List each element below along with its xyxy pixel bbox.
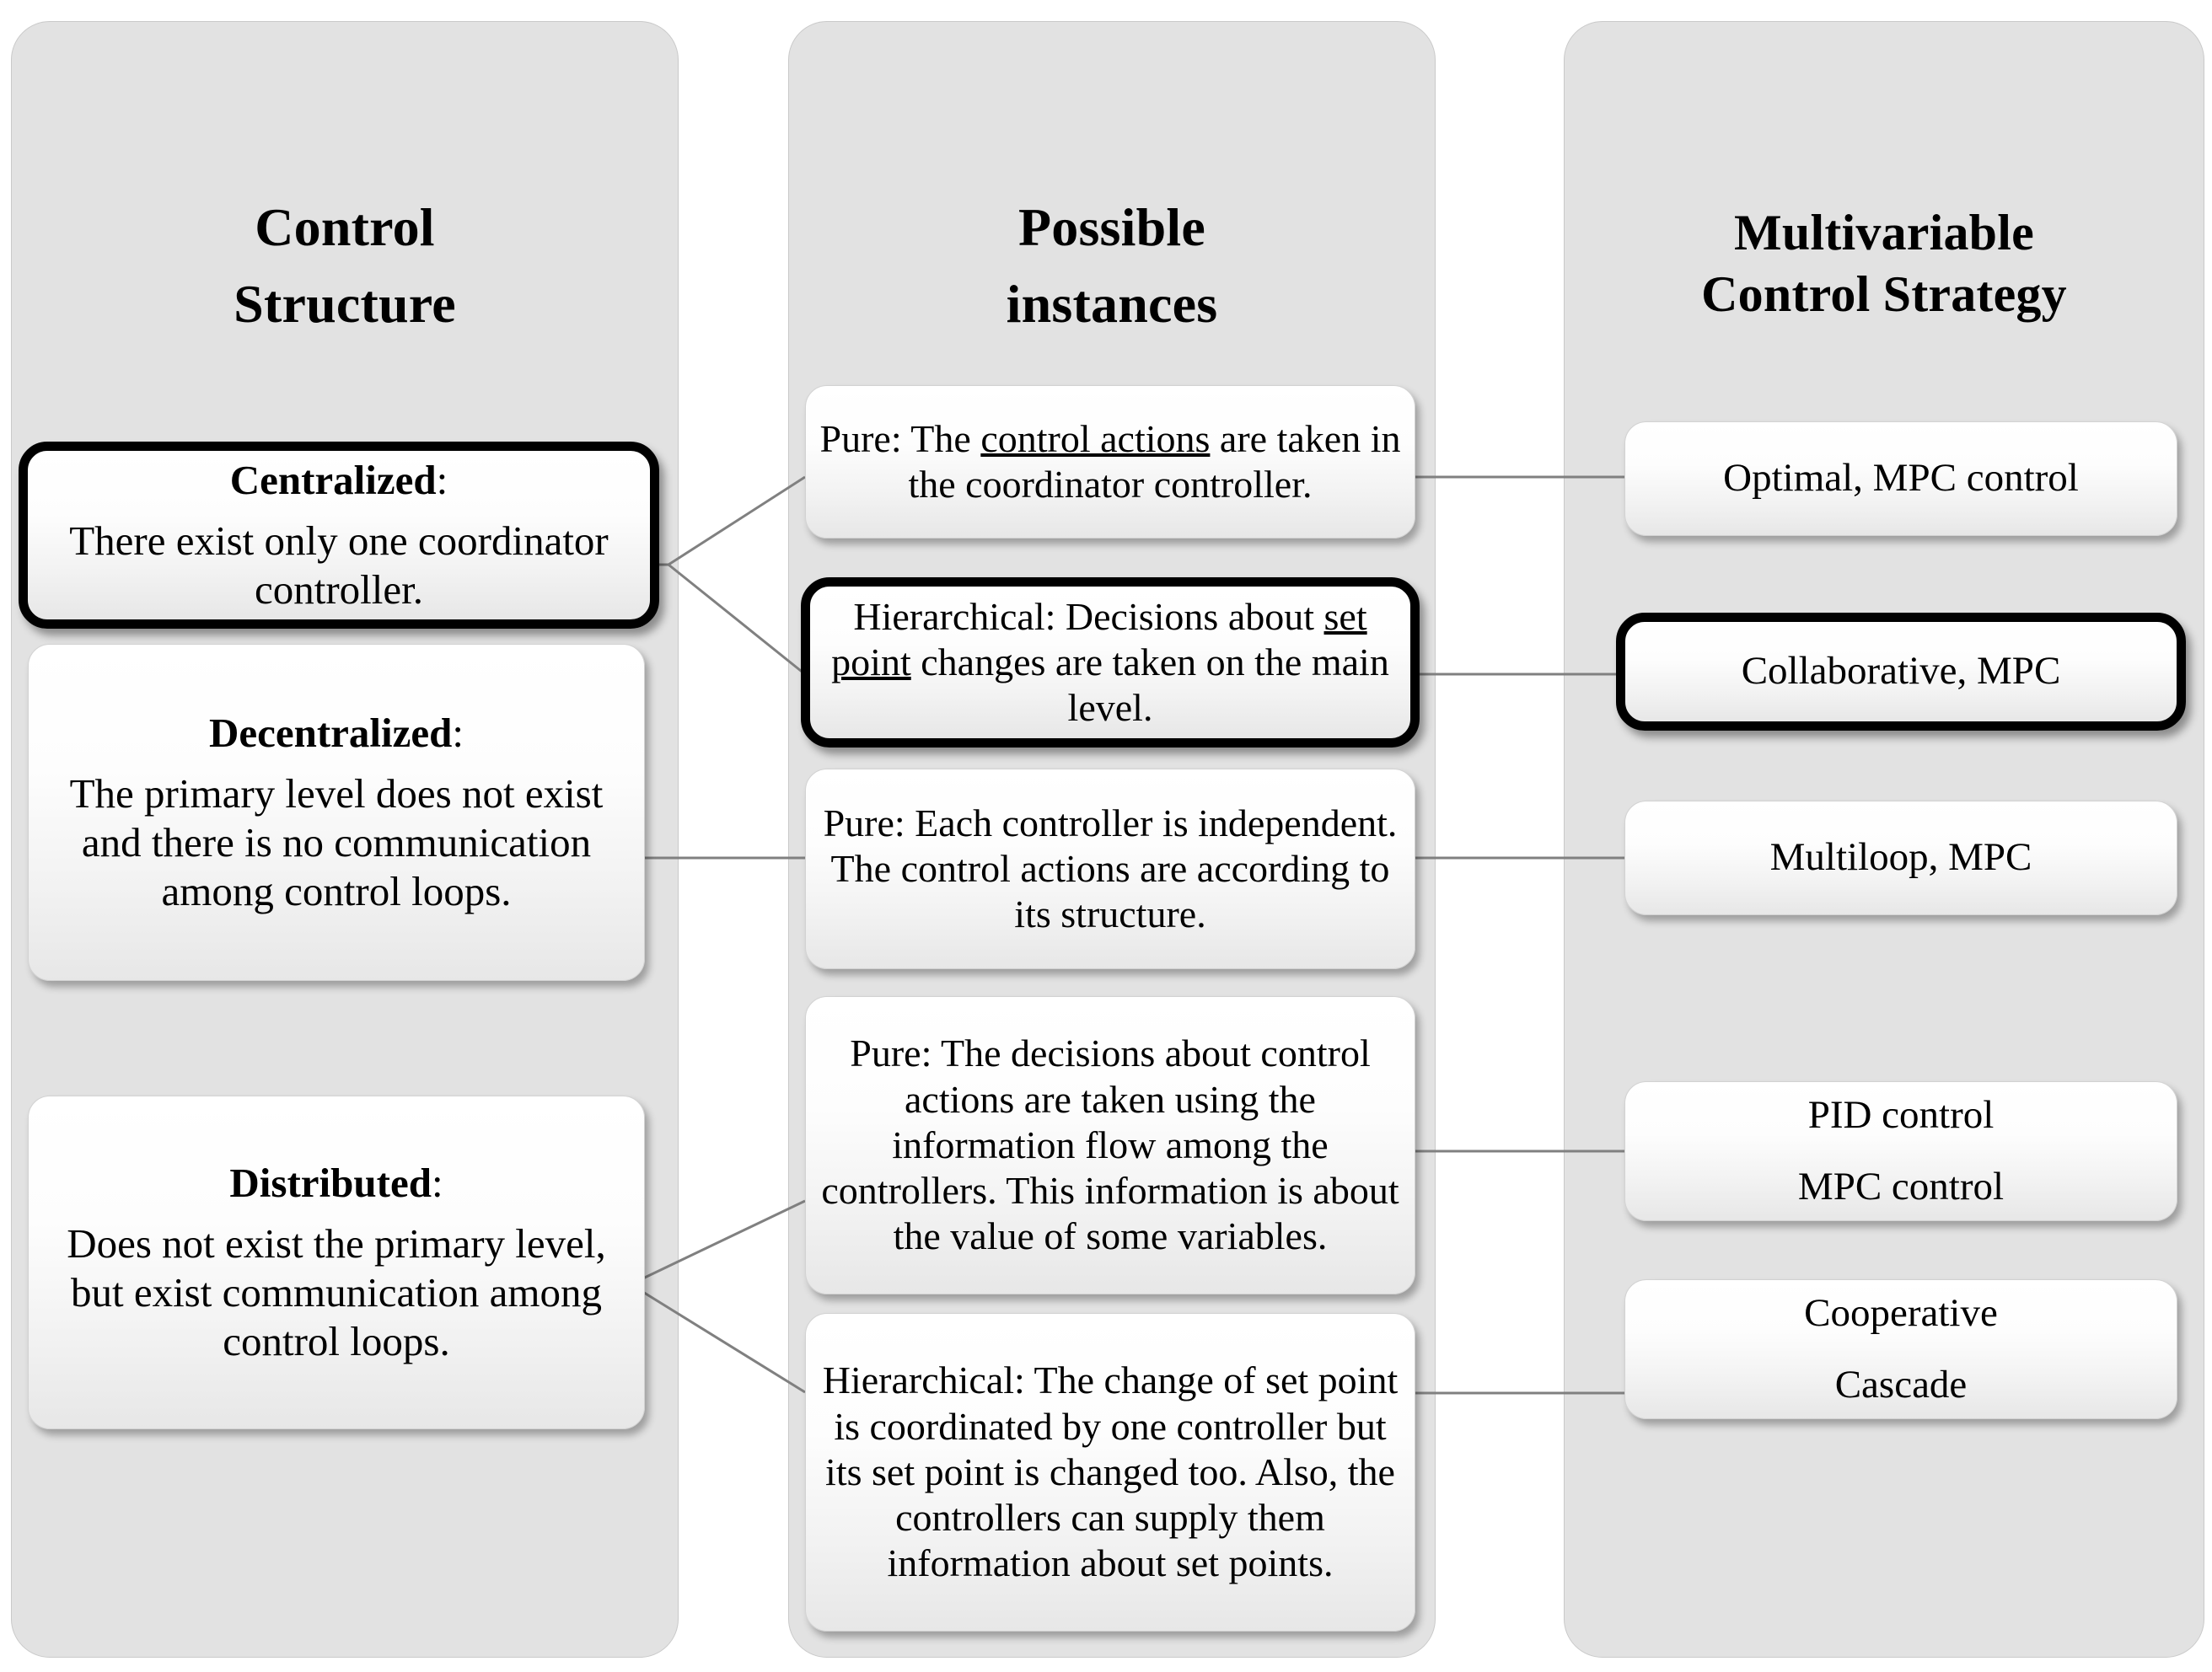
node-optimal-mpc[interactable]: Optimal, MPC control	[1624, 421, 2177, 536]
node-pure-infoflow[interactable]: Pure: The decisions about control action…	[805, 996, 1415, 1294]
node-centralized-body: There exist only one coordinator control…	[69, 517, 609, 613]
node-hier-change[interactable]: Hierarchical: The change of set point is…	[805, 1313, 1415, 1632]
node-cooperative-cascade-line2: Cascade	[1834, 1363, 1968, 1407]
node-pure-coordinator[interactable]: Pure: The control actions are taken in t…	[805, 385, 1415, 539]
node-collaborative-mpc-line1: Collaborative, MPC	[1741, 649, 2061, 694]
connector-centralized-to-pure-coordinator	[668, 475, 806, 566]
node-pure-coordinator-body: Pure: The control actions are taken in t…	[819, 416, 1401, 506]
node-collaborative-mpc[interactable]: Collaborative, MPC	[1616, 613, 2186, 731]
node-multiloop-mpc[interactable]: Multiloop, MPC	[1624, 801, 2177, 915]
node-distributed-body: Does not exist the primary level, but ex…	[67, 1220, 606, 1364]
node-cooperative-cascade-line1: Cooperative	[1804, 1290, 1998, 1335]
column-title-control-structure: Control Structure	[234, 197, 456, 334]
node-centralized[interactable]: Centralized: There exist only one coordi…	[19, 442, 659, 629]
node-pid-mpc-control-line1: PID control	[1807, 1092, 1995, 1137]
column-title-possible-instances: Possible instances	[1006, 197, 1218, 334]
node-optimal-mpc-line1: Optimal, MPC control	[1723, 456, 2079, 501]
node-centralized-label: Centralized:	[229, 457, 448, 504]
node-decentralized[interactable]: Decentralized: The primary level does no…	[28, 644, 645, 981]
node-distributed[interactable]: Distributed: Does not exist the primary …	[28, 1096, 645, 1429]
node-cooperative-cascade[interactable]: Cooperative Cascade	[1624, 1279, 2177, 1419]
node-multiloop-mpc-line1: Multiloop, MPC	[1769, 835, 2032, 880]
node-pid-mpc-control-line2: MPC control	[1797, 1165, 2005, 1208]
node-hier-setpoint-body: Hierarchical: Decisions about set point …	[831, 594, 1389, 730]
node-pure-independent-body: Pure: Each controller is independent. Th…	[823, 801, 1398, 936]
node-hier-change-body: Hierarchical: The change of set point is…	[822, 1358, 1399, 1585]
node-pid-mpc-control[interactable]: PID control MPC control	[1624, 1081, 2177, 1221]
node-distributed-label: Distributed:	[229, 1160, 443, 1207]
node-pure-independent[interactable]: Pure: Each controller is independent. Th…	[805, 769, 1415, 969]
column-title-control-strategy: Multivariable Control Strategy	[1701, 205, 2067, 323]
node-decentralized-label: Decentralized:	[208, 710, 464, 757]
connector-centralized-to-hier-setpoint	[668, 563, 806, 676]
node-hier-setpoint[interactable]: Hierarchical: Decisions about set point …	[801, 577, 1420, 748]
node-pure-infoflow-body: Pure: The decisions about control action…	[821, 1032, 1399, 1258]
node-decentralized-body: The primary level does not exist and the…	[69, 770, 604, 914]
